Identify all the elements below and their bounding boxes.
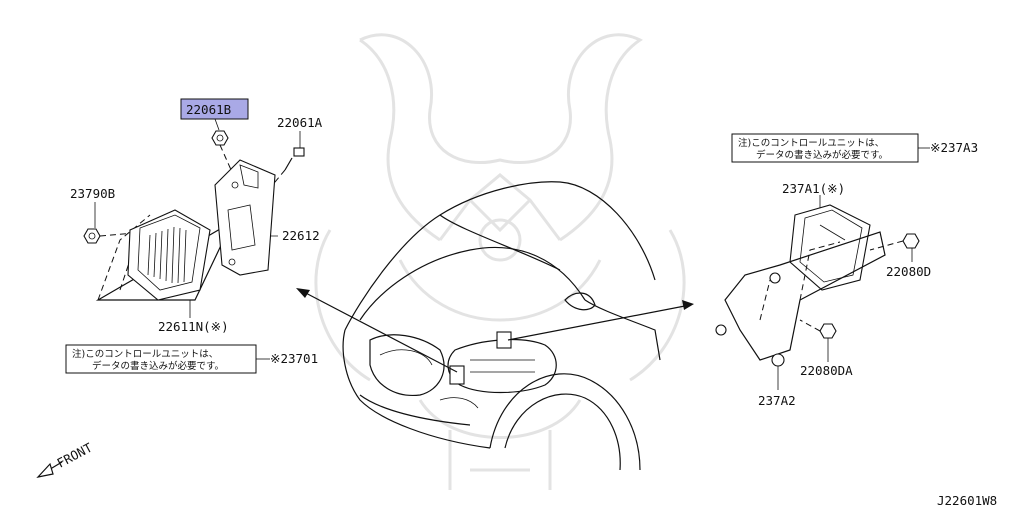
right-note-line-1: 注)このコントロールユニットは、	[738, 137, 884, 149]
front-label: FRONT	[54, 440, 95, 471]
watermark-emblem	[314, 33, 686, 490]
left-ecm-assembly	[83, 98, 305, 318]
part-label-237a1: 237A1(※)	[782, 181, 845, 196]
part-label-22612: 22612	[282, 228, 320, 243]
right-note-box	[731, 133, 930, 163]
diagram-id: J22601W8	[937, 493, 997, 508]
part-label-22061b: 22061B	[186, 102, 231, 117]
part-label-22080d: 22080D	[886, 264, 931, 279]
vehicle-front-view	[296, 181, 694, 471]
left-note-line-2: データの書き込みが必要です。	[92, 360, 224, 372]
part-label-highlight	[180, 98, 249, 120]
left-note-box	[65, 344, 270, 374]
part-label-22080da: 22080DA	[800, 363, 853, 378]
part-label-22611n: 22611N(※)	[158, 319, 229, 334]
part-label-22061a: 22061A	[277, 115, 323, 130]
right-note-line-2: データの書き込みが必要です。	[756, 149, 888, 161]
part-label-23701: ※23701	[270, 351, 318, 366]
front-direction-indicator	[36, 461, 63, 478]
right-ecm-assembly	[715, 195, 920, 390]
part-label-237a3: ※237A3	[930, 140, 978, 155]
ecm-fins	[147, 226, 187, 284]
left-note-line-1: 注)このコントロールユニットは、	[72, 348, 218, 360]
part-label-23790b: 23790B	[70, 186, 115, 201]
part-label-237a2: 237A2	[758, 393, 796, 408]
